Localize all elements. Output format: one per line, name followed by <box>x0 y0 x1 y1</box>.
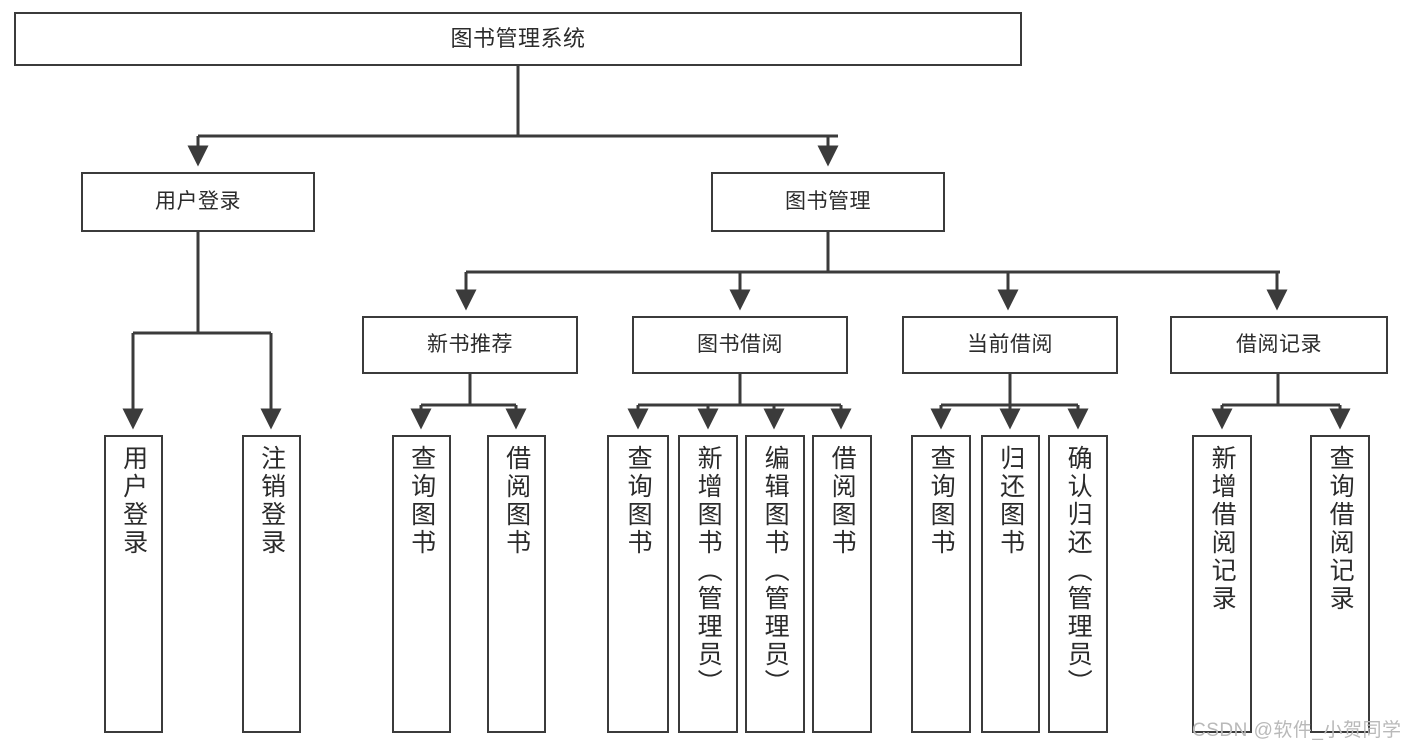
node-label: 当前借阅 <box>967 332 1053 356</box>
node-label: 借阅图书 <box>828 445 857 557</box>
node-label: 归还图书 <box>996 445 1025 557</box>
leaf-new-book-query[interactable]: 查询图书 <box>392 435 451 733</box>
leaf-current-borrow-query[interactable]: 查询图书 <box>911 435 971 733</box>
node-label: 新增借阅记录 <box>1208 445 1237 613</box>
node-label: 新增图书（管理员） <box>694 445 723 697</box>
leaf-book-borrow-borrow[interactable]: 借阅图书 <box>812 435 872 733</box>
node-label: 用户登录 <box>155 189 241 213</box>
leaf-user-login-login[interactable]: 用户登录 <box>104 435 163 733</box>
node-label: 编辑图书（管理员） <box>761 445 790 697</box>
node-root-book-management-system[interactable]: 图书管理系统 <box>14 12 1022 66</box>
leaf-user-login-logout[interactable]: 注销登录 <box>242 435 301 733</box>
node-label: 图书管理 <box>785 189 871 213</box>
leaf-borrow-record-add[interactable]: 新增借阅记录 <box>1192 435 1252 733</box>
leaf-book-borrow-edit-admin[interactable]: 编辑图书（管理员） <box>745 435 805 733</box>
node-user-login[interactable]: 用户登录 <box>81 172 315 232</box>
node-current-borrow[interactable]: 当前借阅 <box>902 316 1118 374</box>
node-label: 确认归还（管理员） <box>1064 445 1093 697</box>
node-book-management[interactable]: 图书管理 <box>711 172 945 232</box>
node-borrow-record[interactable]: 借阅记录 <box>1170 316 1388 374</box>
node-label: 查询借阅记录 <box>1326 445 1355 613</box>
node-label: 图书管理系统 <box>450 25 586 51</box>
node-label: 查询图书 <box>927 445 956 557</box>
leaf-current-borrow-confirm-return-admin[interactable]: 确认归还（管理员） <box>1048 435 1108 733</box>
leaf-borrow-record-query[interactable]: 查询借阅记录 <box>1310 435 1370 733</box>
node-label: 注销登录 <box>257 445 286 557</box>
node-label: 查询图书 <box>624 445 653 557</box>
node-label: 用户登录 <box>119 445 148 557</box>
node-label: 查询图书 <box>407 445 436 557</box>
leaf-book-borrow-query[interactable]: 查询图书 <box>607 435 669 733</box>
leaf-current-borrow-return[interactable]: 归还图书 <box>981 435 1040 733</box>
leaf-new-book-borrow[interactable]: 借阅图书 <box>487 435 546 733</box>
node-label: 新书推荐 <box>427 332 513 356</box>
node-book-borrow[interactable]: 图书借阅 <box>632 316 848 374</box>
node-new-book-recommend[interactable]: 新书推荐 <box>362 316 578 374</box>
node-label: 图书借阅 <box>697 332 783 356</box>
node-label: 借阅记录 <box>1236 332 1322 356</box>
node-label: 借阅图书 <box>502 445 531 557</box>
leaf-book-borrow-add-admin[interactable]: 新增图书（管理员） <box>678 435 738 733</box>
